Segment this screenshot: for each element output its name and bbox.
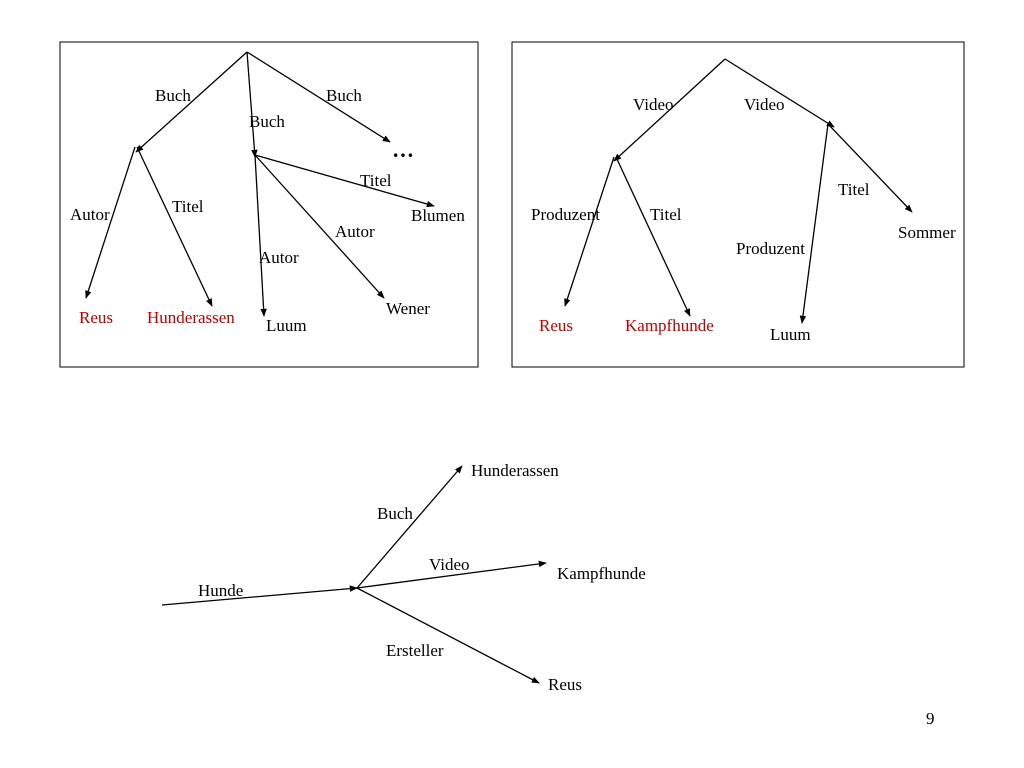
ellipsis: … (392, 137, 414, 162)
edge-autor-reus (85, 146, 136, 299)
leaf-sommer: Sommer (898, 223, 956, 242)
edge-label-titel-video-right: Titel (838, 180, 870, 199)
edge-label-autor-right: Autor (335, 222, 375, 241)
edge-titel-blumen (254, 154, 435, 208)
edge-buch-middle (246, 51, 258, 158)
target-reus: Reus (548, 675, 582, 694)
edge-titel-hunderassen (136, 146, 213, 307)
edge-buch-hunderassen (356, 465, 463, 589)
summary-graph: Hunde Buch Video Ersteller Hunderassen K… (161, 461, 646, 694)
edge-label-video: Video (429, 555, 470, 574)
leaf-kampfhunde: Kampfhunde (625, 316, 714, 335)
tree-video-frame (511, 41, 965, 368)
edge-titel-kampfhunde (615, 156, 691, 317)
tree-video: Video Video Produzent Titel Reus Kampfhu… (511, 41, 965, 368)
edge-autor-luum (254, 154, 267, 317)
edge-video-right (724, 58, 835, 128)
edge-titel-sommer (827, 123, 913, 213)
tree-buch-frame (59, 41, 479, 368)
edge-label-hunde: Hunde (198, 581, 243, 600)
edge-produzent-reus (564, 156, 615, 307)
edge-label-buch-left: Buch (155, 86, 191, 105)
tree-buch: Buch Buch Buch … Autor Titel Reus Hunder… (59, 41, 479, 368)
edge-label-ersteller: Ersteller (386, 641, 444, 660)
edge-label-produzent-right: Produzent (736, 239, 805, 258)
edge-ersteller-reus (356, 587, 540, 684)
leaf-reus: Reus (79, 308, 113, 327)
edge-label-produzent-left: Produzent (531, 205, 600, 224)
edge-buch-left (135, 51, 248, 153)
leaf-blumen: Blumen (411, 206, 465, 225)
edge-label-buch-right: Buch (326, 86, 362, 105)
leaf-hunderassen: Hunderassen (147, 308, 235, 327)
leaf-luum: Luum (266, 316, 307, 335)
edge-label-autor-down: Autor (259, 248, 299, 267)
edge-buch-right (246, 51, 391, 143)
edge-label-video-left: Video (633, 95, 674, 114)
edge-label-buch: Buch (377, 504, 413, 523)
leaf-luum-video: Luum (770, 325, 811, 344)
edge-label-autor-left: Autor (70, 205, 110, 224)
edge-label-titel-left: Titel (172, 197, 204, 216)
edge-video-kampfhunde (356, 560, 547, 589)
edge-label-buch-middle: Buch (249, 112, 285, 131)
edge-produzent-luum (799, 123, 829, 324)
edge-video-left (613, 58, 726, 162)
target-hunderassen: Hunderassen (471, 461, 559, 480)
page-number: 9 (926, 709, 935, 728)
edge-label-titel-video-left: Titel (650, 205, 682, 224)
edge-autor-wener (254, 154, 385, 299)
edge-label-titel-middle: Titel (360, 171, 392, 190)
target-kampfhunde: Kampfhunde (557, 564, 646, 583)
edge-hunde (161, 585, 358, 606)
leaf-wener: Wener (386, 299, 430, 318)
leaf-reus-video: Reus (539, 316, 573, 335)
edge-label-video-right: Video (744, 95, 785, 114)
